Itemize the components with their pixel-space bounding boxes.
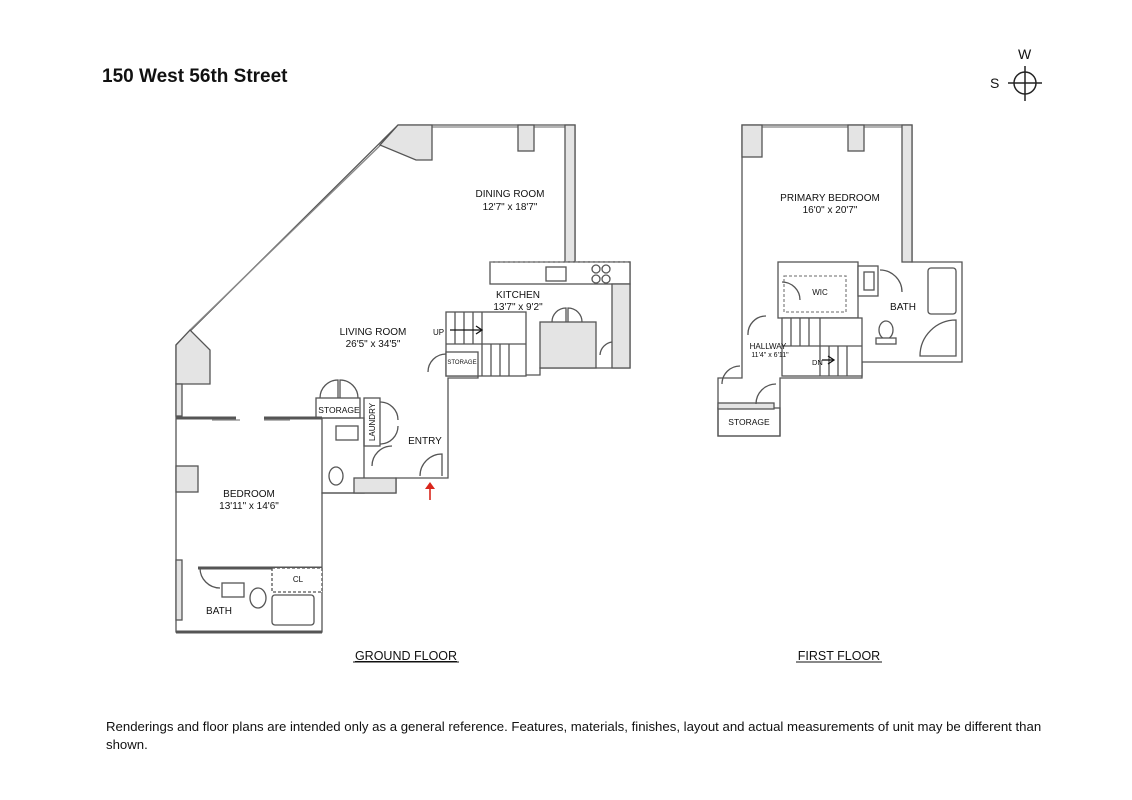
bedroom-dims: 13'11" x 14'6" bbox=[219, 501, 279, 512]
primary-bath-label: BATH bbox=[890, 302, 916, 313]
first-floor-label: FIRST FLOOR bbox=[798, 649, 880, 663]
primary-bedroom-label: PRIMARY BEDROOM bbox=[780, 193, 880, 204]
compass-north-label: W bbox=[1018, 46, 1032, 62]
ground-floor-plan bbox=[175, 124, 631, 634]
closet-label: CL bbox=[293, 575, 304, 584]
wic-label: WIC bbox=[812, 288, 828, 297]
first-floor-outer-wall bbox=[717, 124, 963, 437]
living-room-dims: 26'5" x 34'5" bbox=[346, 339, 401, 350]
compass-west-label: S bbox=[990, 75, 999, 91]
kitchen-dims: 13'7" x 9'2" bbox=[493, 302, 543, 313]
stair-down-label: DN bbox=[812, 358, 823, 367]
ground-floor-outer-wall bbox=[175, 124, 631, 633]
ground-floor-label: GROUND FLOOR bbox=[355, 649, 457, 663]
primary-bedroom-dims: 16'0" x 20'7" bbox=[803, 205, 858, 216]
laundry-label: LAUNDRY bbox=[368, 402, 377, 441]
bedroom-label: BEDROOM bbox=[223, 489, 275, 500]
first-floor-storage-label: STORAGE bbox=[728, 417, 770, 427]
bath-label: BATH bbox=[206, 606, 232, 617]
page-title: 150 West 56th Street bbox=[102, 66, 288, 87]
hall-storage-label: STORAGE bbox=[318, 405, 360, 415]
disclaimer-text: Renderings and floor plans are intended … bbox=[106, 719, 1042, 752]
first-floor-plan bbox=[717, 124, 963, 437]
kitchen-label: KITCHEN bbox=[496, 290, 540, 301]
stair-storage-label: STORAGE bbox=[447, 360, 476, 366]
stair-up-label: UP bbox=[433, 328, 444, 337]
dining-room-label: DINING ROOM bbox=[476, 189, 545, 200]
entry-label: ENTRY bbox=[408, 436, 442, 447]
dining-room-dims: 12'7" x 18'7" bbox=[483, 202, 538, 213]
compass-icon: W S bbox=[990, 46, 1042, 101]
living-room-label: LIVING ROOM bbox=[340, 327, 407, 338]
hallway-label: HALLWAY bbox=[750, 342, 787, 351]
entry-arrow-icon bbox=[425, 482, 435, 500]
hallway-dims: 11'4" x 6'11" bbox=[751, 352, 789, 359]
